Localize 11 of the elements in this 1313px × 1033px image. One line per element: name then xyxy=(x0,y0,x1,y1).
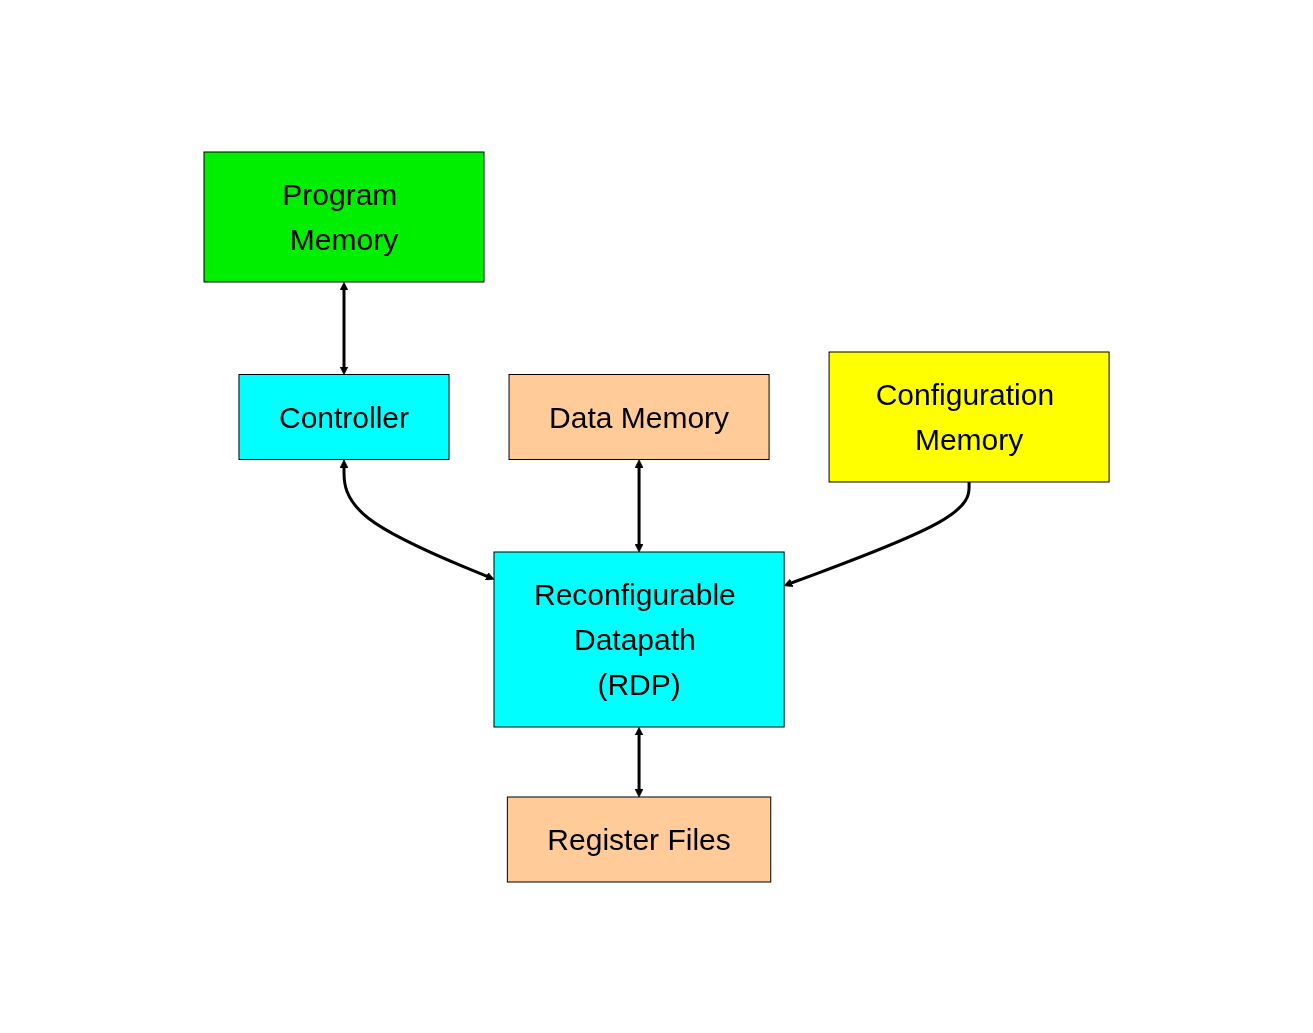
arrow xyxy=(783,481,971,587)
node-box xyxy=(203,151,485,282)
node-box xyxy=(238,373,450,460)
node-box xyxy=(493,551,785,727)
arrow xyxy=(634,726,644,797)
arrow xyxy=(634,459,644,552)
arrow xyxy=(339,281,349,375)
node-box xyxy=(508,373,770,460)
node-box xyxy=(828,351,1110,482)
arrow xyxy=(339,459,495,580)
node-box xyxy=(506,796,772,882)
